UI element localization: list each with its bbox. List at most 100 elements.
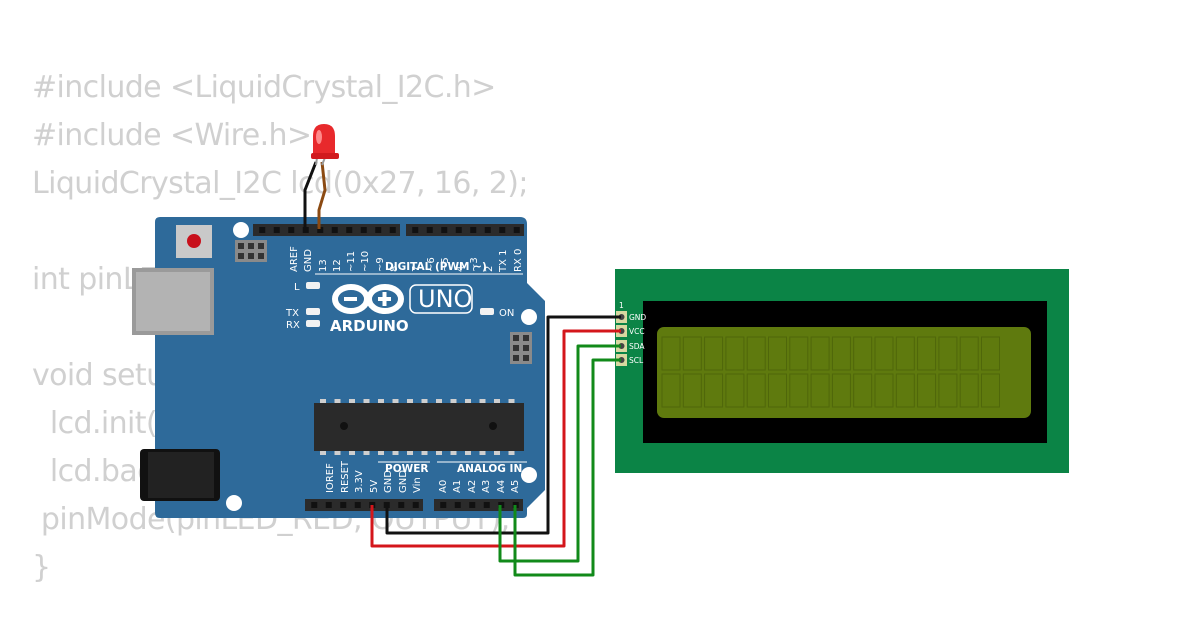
code-snippet: #include <LiquidCrystal_I2C.h>#include <… — [32, 64, 528, 592]
header-socket — [412, 227, 419, 233]
chip-pin — [465, 451, 471, 455]
header-socket — [302, 227, 309, 233]
header-housing — [406, 224, 524, 236]
lcd-cell — [682, 373, 702, 408]
lcd-cell — [831, 373, 851, 408]
led-tx — [306, 308, 320, 315]
lcd-cell — [853, 336, 873, 371]
mounting-hole — [226, 495, 242, 511]
arduino-logo-icon — [332, 284, 404, 314]
chip-pin — [421, 399, 428, 403]
chip-pin — [421, 451, 428, 455]
lcd-cell — [895, 336, 915, 371]
header-socket — [259, 227, 266, 233]
header-socket — [317, 227, 324, 233]
icsp-pin — [238, 253, 244, 259]
reset-button-cap — [187, 234, 201, 248]
power-pin-label: Vin — [412, 477, 423, 493]
code-line: #include <Wire.h> — [32, 118, 312, 153]
header-socket — [441, 227, 448, 233]
header-socket — [288, 227, 295, 233]
digital-pin-label: AREF — [289, 246, 300, 272]
header-socket — [469, 502, 476, 508]
header-socket — [354, 502, 361, 508]
power-pin-label: GND — [383, 470, 394, 493]
lcd-cell — [810, 336, 830, 371]
lcd-cell — [789, 336, 809, 371]
header-socket — [412, 502, 419, 508]
lcd-character-grid — [661, 336, 1000, 408]
digital-pin-label: ~3 — [469, 257, 480, 272]
led-rim — [311, 153, 339, 159]
header-socket — [375, 227, 382, 233]
wire-led-gnd — [303, 161, 318, 229]
lcd-cell — [704, 373, 724, 408]
lcd-cell — [661, 373, 681, 408]
lcd-cell — [682, 336, 702, 371]
wire-sda — [498, 344, 621, 563]
lcd-cell — [768, 373, 787, 408]
header-socket — [398, 502, 405, 508]
digital-pin-label: 4 — [455, 266, 466, 272]
digital-pin-label: 12 — [332, 259, 343, 272]
led-l — [306, 282, 320, 289]
lcd-screen — [657, 327, 1031, 418]
power-pin-label: GND — [398, 470, 409, 493]
chip-pin — [320, 451, 326, 455]
chip-pin — [378, 399, 384, 403]
digital-pin-label: ~5 — [440, 257, 451, 272]
power-pin-label: 5V — [369, 480, 380, 493]
chip-pin — [494, 399, 500, 403]
wire-led-anode — [317, 161, 327, 229]
digital-pin-label: ~10 — [360, 251, 371, 272]
chip-pins — [320, 399, 515, 455]
lcd-cell — [895, 373, 915, 408]
chip-pin — [349, 399, 355, 403]
chip-pin — [465, 399, 471, 403]
digital-pin-label: GND — [303, 249, 314, 272]
wire-gnd — [385, 315, 621, 535]
lcd-cell — [959, 373, 979, 408]
led-rx — [306, 320, 320, 327]
header-socket — [513, 227, 520, 233]
lcd-pin-label: GND — [629, 313, 646, 322]
icsp-pin — [523, 335, 529, 341]
header-socket — [440, 502, 447, 508]
icsp-pin — [523, 345, 529, 351]
chip-pin — [392, 451, 399, 455]
lcd-cell — [874, 373, 894, 408]
chip-pin — [494, 451, 500, 455]
mounting-hole — [521, 309, 537, 325]
icsp-header — [235, 240, 267, 262]
lcd-cell — [704, 336, 724, 371]
power-pin-label: 3.3V — [354, 470, 365, 493]
wire-vcc — [370, 329, 621, 548]
icsp-pin — [513, 335, 519, 341]
lcd-cell — [938, 336, 958, 371]
digital-pin-label: 7 — [411, 266, 422, 272]
code-line: LiquidCrystal_I2C lcd(0x27, 16, 2); — [32, 166, 528, 201]
header-socket — [346, 227, 353, 233]
lcd-cell — [981, 373, 1000, 408]
model-label: UNO — [418, 285, 472, 313]
chip-pin — [407, 451, 413, 455]
lcd-cell — [661, 336, 681, 371]
analog-pin-label: A2 — [467, 480, 478, 493]
chip-pin — [508, 451, 515, 455]
header-socket — [454, 502, 461, 508]
lcd-cell — [917, 373, 937, 408]
digital-pin-label: ~9 — [375, 257, 386, 272]
power-pin-label: RESET — [340, 460, 351, 493]
lcd-cell — [725, 336, 745, 371]
lcd-cell — [725, 373, 745, 408]
chip-pin — [334, 399, 341, 403]
chip-pin — [508, 399, 515, 403]
header-socket — [360, 227, 367, 233]
lcd-cell — [746, 373, 766, 408]
chip-pin — [450, 399, 457, 403]
